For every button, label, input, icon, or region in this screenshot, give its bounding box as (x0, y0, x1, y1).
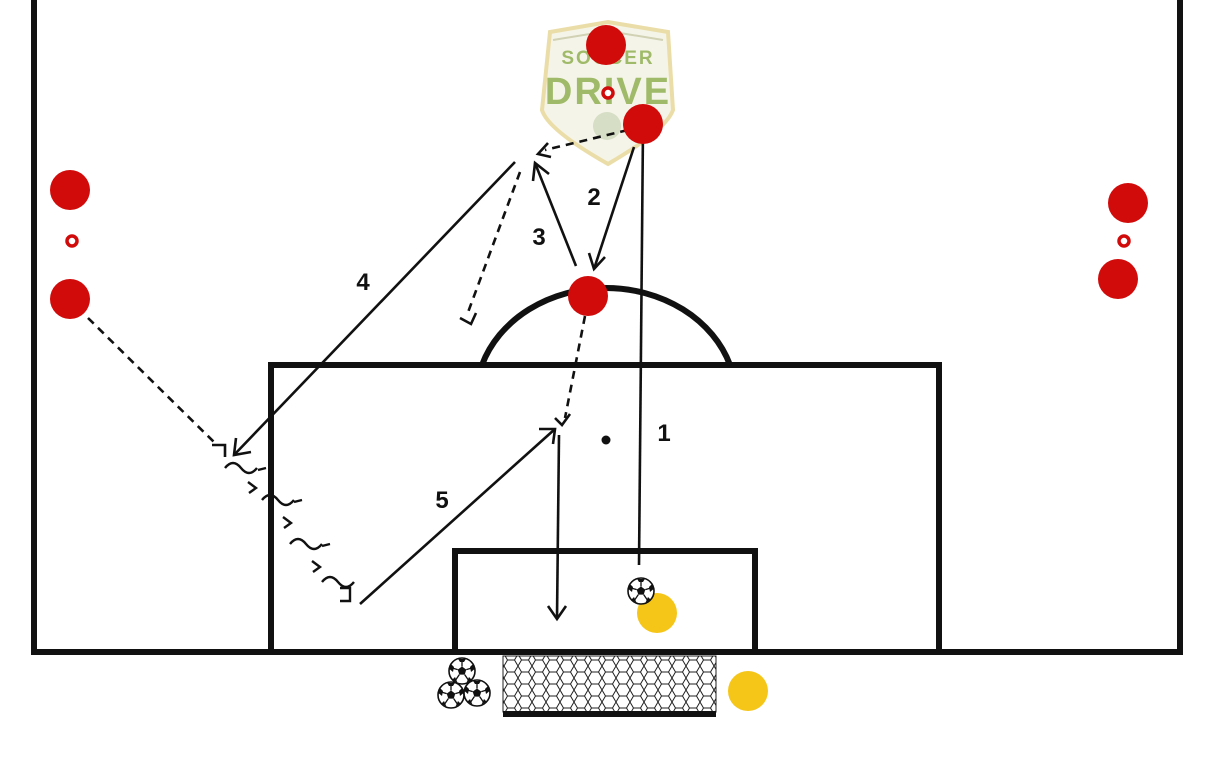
pass-lines (232, 125, 654, 622)
player-top (586, 25, 626, 65)
player-left-bottom (50, 279, 90, 319)
pass-5 (359, 428, 556, 605)
penalty-area (268, 362, 942, 655)
pitch (31, 0, 1183, 655)
pass-1 (637, 127, 645, 566)
dribble (224, 461, 355, 603)
attackers (50, 25, 1148, 319)
pass-3 (533, 162, 578, 267)
goal (502, 655, 717, 717)
pass-label-5: 5 (435, 487, 448, 514)
pass-label-4: 4 (356, 269, 370, 296)
cone-icon (601, 86, 615, 100)
goal-net-icon (502, 655, 717, 713)
run-wide-player (87, 317, 218, 446)
pass-2 (592, 146, 636, 270)
player-right-top (1108, 183, 1148, 223)
keeper-waiting (728, 671, 768, 711)
run-center-player (563, 315, 587, 419)
run-third-man (465, 171, 522, 316)
shot (555, 434, 561, 619)
cone-icon (65, 234, 79, 248)
goal-area (452, 548, 758, 655)
run-top-player (544, 128, 629, 152)
player-center (568, 276, 608, 316)
runs (87, 128, 629, 446)
player-passer (623, 104, 663, 144)
pass-label-2: 2 (587, 184, 600, 211)
penalty-spot (601, 435, 611, 445)
pass-4 (233, 161, 516, 456)
soccer-ball-icon (463, 679, 491, 707)
cone-icon (1117, 234, 1131, 248)
pass-label-3: 3 (532, 224, 545, 251)
soccer-ball-icon (627, 577, 655, 605)
player-left-top (50, 170, 90, 210)
pass-label-1: 1 (657, 420, 670, 447)
soccer-ball-icon (437, 681, 465, 709)
soccer-ball-icon (448, 657, 476, 685)
cones (65, 86, 1131, 248)
player-right-bottom (1098, 259, 1138, 299)
